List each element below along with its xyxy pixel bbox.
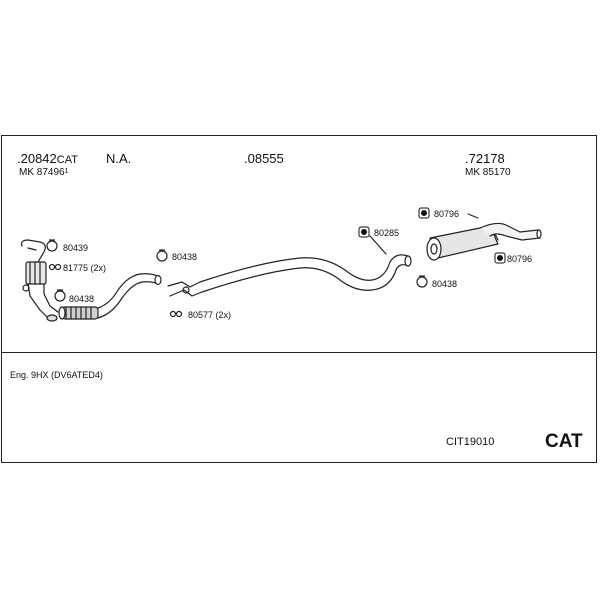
diagram-frame [1,135,597,463]
diagram-divider [1,352,597,353]
engine-label: Eng. 9HX (DV6ATED4) [10,370,103,380]
part-number-pipe[interactable]: .08555 [244,151,284,166]
callout-80438-right[interactable]: 80438 [432,279,458,289]
hanger-icon[interactable] [358,226,370,238]
rear-silencer-part[interactable] [426,213,542,261]
clamp-icon[interactable] [46,239,58,252]
part-number-silencer[interactable]: .72178 [465,151,505,166]
clamp-icon[interactable] [416,275,428,288]
mk-number-silencer: MK 85170 [465,167,511,178]
middle-pipe-part[interactable] [167,254,412,297]
clamp-icon[interactable] [156,249,168,262]
callout-81775[interactable]: 81775 (2x) [63,263,107,273]
callout-80439[interactable]: 80439 [63,243,89,253]
gasket-icon[interactable] [169,310,183,318]
part-number-text: .20842 [17,151,57,166]
kit-code: CIT19010 [446,436,495,448]
callout-80796-right[interactable]: 80796 [507,254,533,264]
part-label-na: N.A. [106,151,132,166]
mk-superscript: 1 [64,168,69,175]
callout-80577[interactable]: 80577 (2x) [188,310,232,320]
catalyst-part[interactable] [21,239,59,322]
callout-80438-mid[interactable]: 80438 [172,252,198,262]
brand-label: CAT [545,431,583,452]
part-number-catalyst[interactable]: .20842CAT [17,152,78,166]
callout-80285[interactable]: 80285 [374,228,400,238]
gasket-icon[interactable] [48,263,62,271]
mk-number-catalyst: MK 874961 [19,168,69,178]
hanger-icon[interactable] [494,252,506,264]
callout-80438-left[interactable]: 80438 [69,294,95,304]
hanger-icon[interactable] [418,207,430,219]
clamp-icon[interactable] [54,289,66,302]
mk-text: MK 87496 [19,167,65,178]
front-pipe-part[interactable] [58,273,162,320]
part-suffix: CAT [56,154,78,166]
callout-80796-top[interactable]: 80796 [434,209,460,219]
